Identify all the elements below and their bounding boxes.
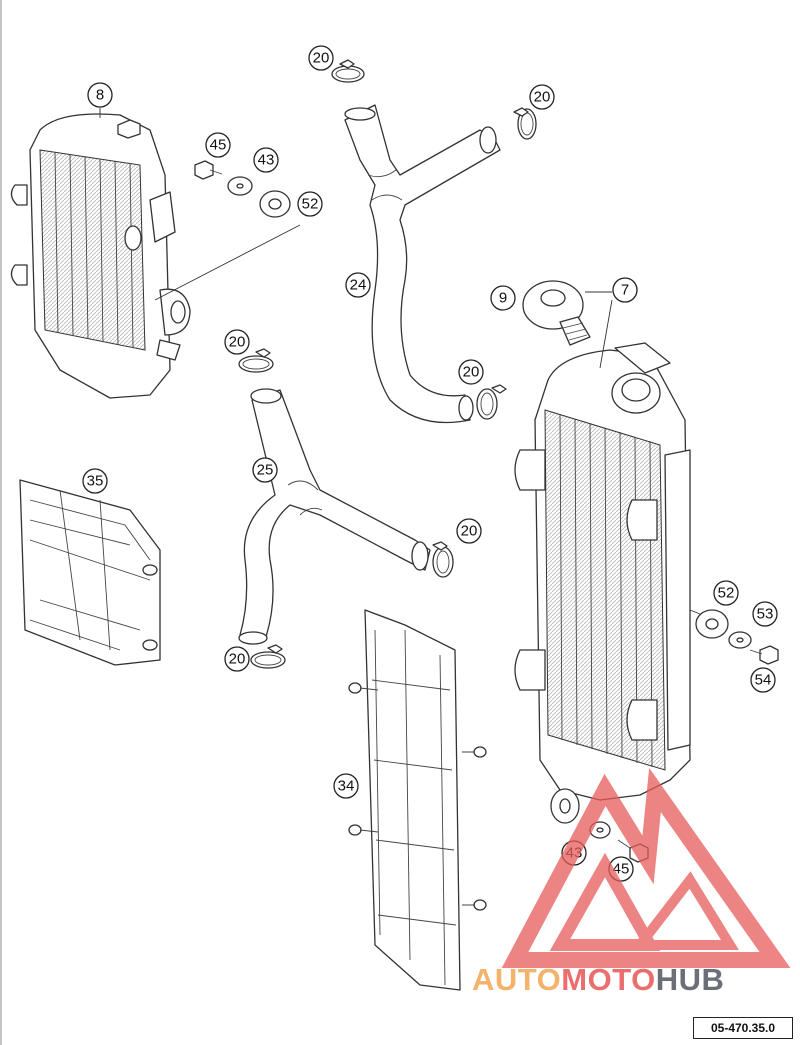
hose-clamp-20-e [432, 541, 454, 578]
callout-7: 7 [612, 277, 638, 303]
right-radiator-guard [348, 609, 487, 991]
callout-9: 9 [490, 285, 516, 311]
watermark-moto: MOTO [561, 962, 656, 997]
hose-clamp-20-a [331, 59, 365, 83]
hose-clamp-20-c [238, 348, 274, 373]
svg-text:43: 43 [258, 152, 275, 169]
svg-text:20: 20 [229, 651, 246, 668]
svg-text:7: 7 [621, 282, 629, 299]
svg-text:20: 20 [463, 364, 480, 381]
svg-text:52: 52 [302, 196, 319, 213]
callout-52-lower: 52 [713, 580, 739, 606]
callout-35: 35 [82, 468, 108, 494]
svg-text:35: 35 [87, 473, 104, 490]
callout-20-e: 20 [456, 518, 482, 544]
callout-54: 54 [750, 667, 776, 693]
bolt-54 [749, 645, 779, 665]
radiator-cap [522, 280, 591, 346]
svg-text:20: 20 [313, 50, 330, 67]
left-radiator-guard [19, 479, 161, 666]
watermark-text: AUTOMOTOHUB [472, 962, 724, 998]
right-radiator [514, 342, 691, 801]
watermark-auto: AUTO [472, 962, 562, 997]
hose-clamp-20-b [513, 107, 537, 140]
hose-clamp-20-d [476, 384, 507, 420]
svg-text:20: 20 [229, 334, 246, 351]
svg-text:53: 53 [757, 606, 774, 623]
hose-24 [344, 104, 501, 424]
hose-clamp-20-f [250, 644, 286, 669]
callout-8: 8 [87, 82, 113, 108]
callout-20-d: 20 [458, 359, 484, 385]
diagram-reference-code: 05-470.35.0 [693, 1017, 793, 1039]
callout-52-upper: 52 [297, 191, 323, 217]
svg-text:9: 9 [499, 290, 507, 307]
svg-text:24: 24 [350, 277, 367, 294]
callout-24: 24 [345, 272, 371, 298]
svg-text:8: 8 [96, 87, 104, 104]
callout-20-f: 20 [224, 646, 250, 672]
callout-20-b: 20 [529, 84, 555, 110]
svg-text:52: 52 [718, 585, 735, 602]
svg-text:25: 25 [257, 462, 274, 479]
svg-text:20: 20 [534, 89, 551, 106]
left-radiator [10, 113, 191, 399]
svg-text:45: 45 [210, 137, 227, 154]
watermark-logo [501, 767, 791, 968]
svg-text:34: 34 [338, 778, 355, 795]
callout-20-c: 20 [224, 329, 250, 355]
watermark-hub: HUB [655, 962, 725, 997]
callout-25: 25 [252, 457, 278, 483]
svg-text:45: 45 [613, 861, 630, 878]
svg-text:20: 20 [461, 523, 478, 540]
bolt-45-upper [194, 160, 223, 180]
callout-34: 34 [333, 773, 359, 799]
svg-text:54: 54 [755, 672, 772, 689]
callout-20-a: 20 [308, 45, 334, 71]
hose-25 [238, 388, 431, 645]
callout-45-upper: 45 [205, 132, 231, 158]
callout-53: 53 [752, 601, 778, 627]
callout-43-upper: 43 [253, 147, 279, 173]
